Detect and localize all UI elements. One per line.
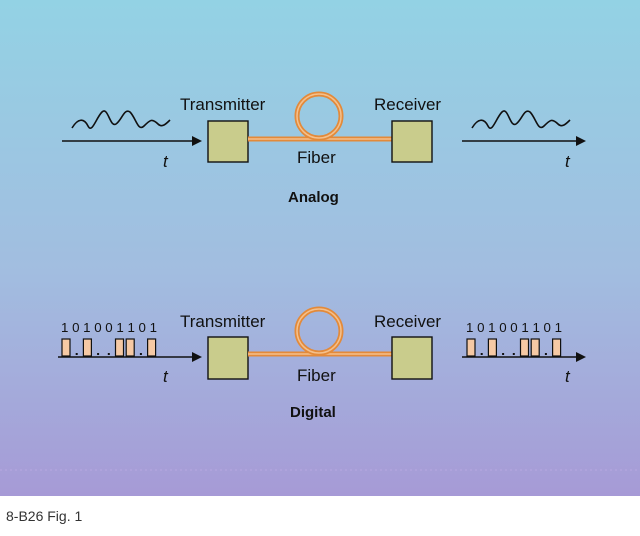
digital-output-t-label: t [565,367,571,386]
pulse-one [519,338,530,357]
digital-section: 1 0 1 0 0 1 1 0 1 t Transmitter Fiber Re… [58,306,586,421]
pulse-zero [480,353,483,355]
digital-receiver-box [391,336,433,380]
pulse-one [61,338,71,357]
pulse-zero [512,353,515,355]
pulse-zero [544,353,547,355]
analog-output-t-label: t [565,152,571,171]
digital-transmitter-box [207,336,249,380]
pulse-one [147,338,157,357]
digital-input-pulses [61,338,157,357]
analog-transmitter-label: Transmitter [180,95,266,114]
pulse-zero [502,353,505,355]
digital-input-bits: 1 0 1 0 0 1 1 0 1 [61,320,157,335]
digital-input-arrowhead [192,352,202,362]
digital-output-bits: 1 0 1 0 0 1 1 0 1 [466,320,562,335]
analog-section-label: Analog [288,189,339,206]
pulse-one [466,338,476,357]
diagram-background [0,0,640,496]
analog-output-waveform [471,110,571,129]
digital-fiber-label: Fiber [297,366,336,385]
analog-receiver-label: Receiver [374,95,441,114]
analog-transmitter-box [207,120,249,163]
pulse-zero [107,353,110,355]
digital-output-arrowhead [576,352,586,362]
analog-section: t Transmitter Fiber Receiver t Analog [62,91,586,206]
pulse-one [530,338,540,357]
analog-fiber [248,91,392,142]
pulse-one [487,338,497,357]
figure-caption: 8-B26 Fig. 1 [6,508,83,524]
analog-input-t-label: t [163,152,169,171]
pulse-zero [139,353,142,355]
pulse-one [82,338,93,357]
digital-input-t-label: t [163,367,169,386]
pulse-one [551,338,562,357]
analog-input-arrowhead [192,136,202,146]
analog-fiber-label: Fiber [297,148,336,167]
pulse-zero [97,353,100,355]
analog-receiver-box [391,120,433,163]
digital-fiber [248,306,392,357]
pulse-zero [75,353,78,355]
fiber-optic-diagram: t Transmitter Fiber Receiver t Analog 1 … [0,0,640,496]
analog-output-arrowhead [576,136,586,146]
digital-section-label: Digital [290,404,336,421]
digital-receiver-label: Receiver [374,312,441,331]
pulse-one [114,338,125,357]
digital-output-pulses [466,338,562,357]
digital-transmitter-label: Transmitter [180,312,266,331]
analog-input-waveform [71,110,171,129]
pulse-one [125,338,135,357]
